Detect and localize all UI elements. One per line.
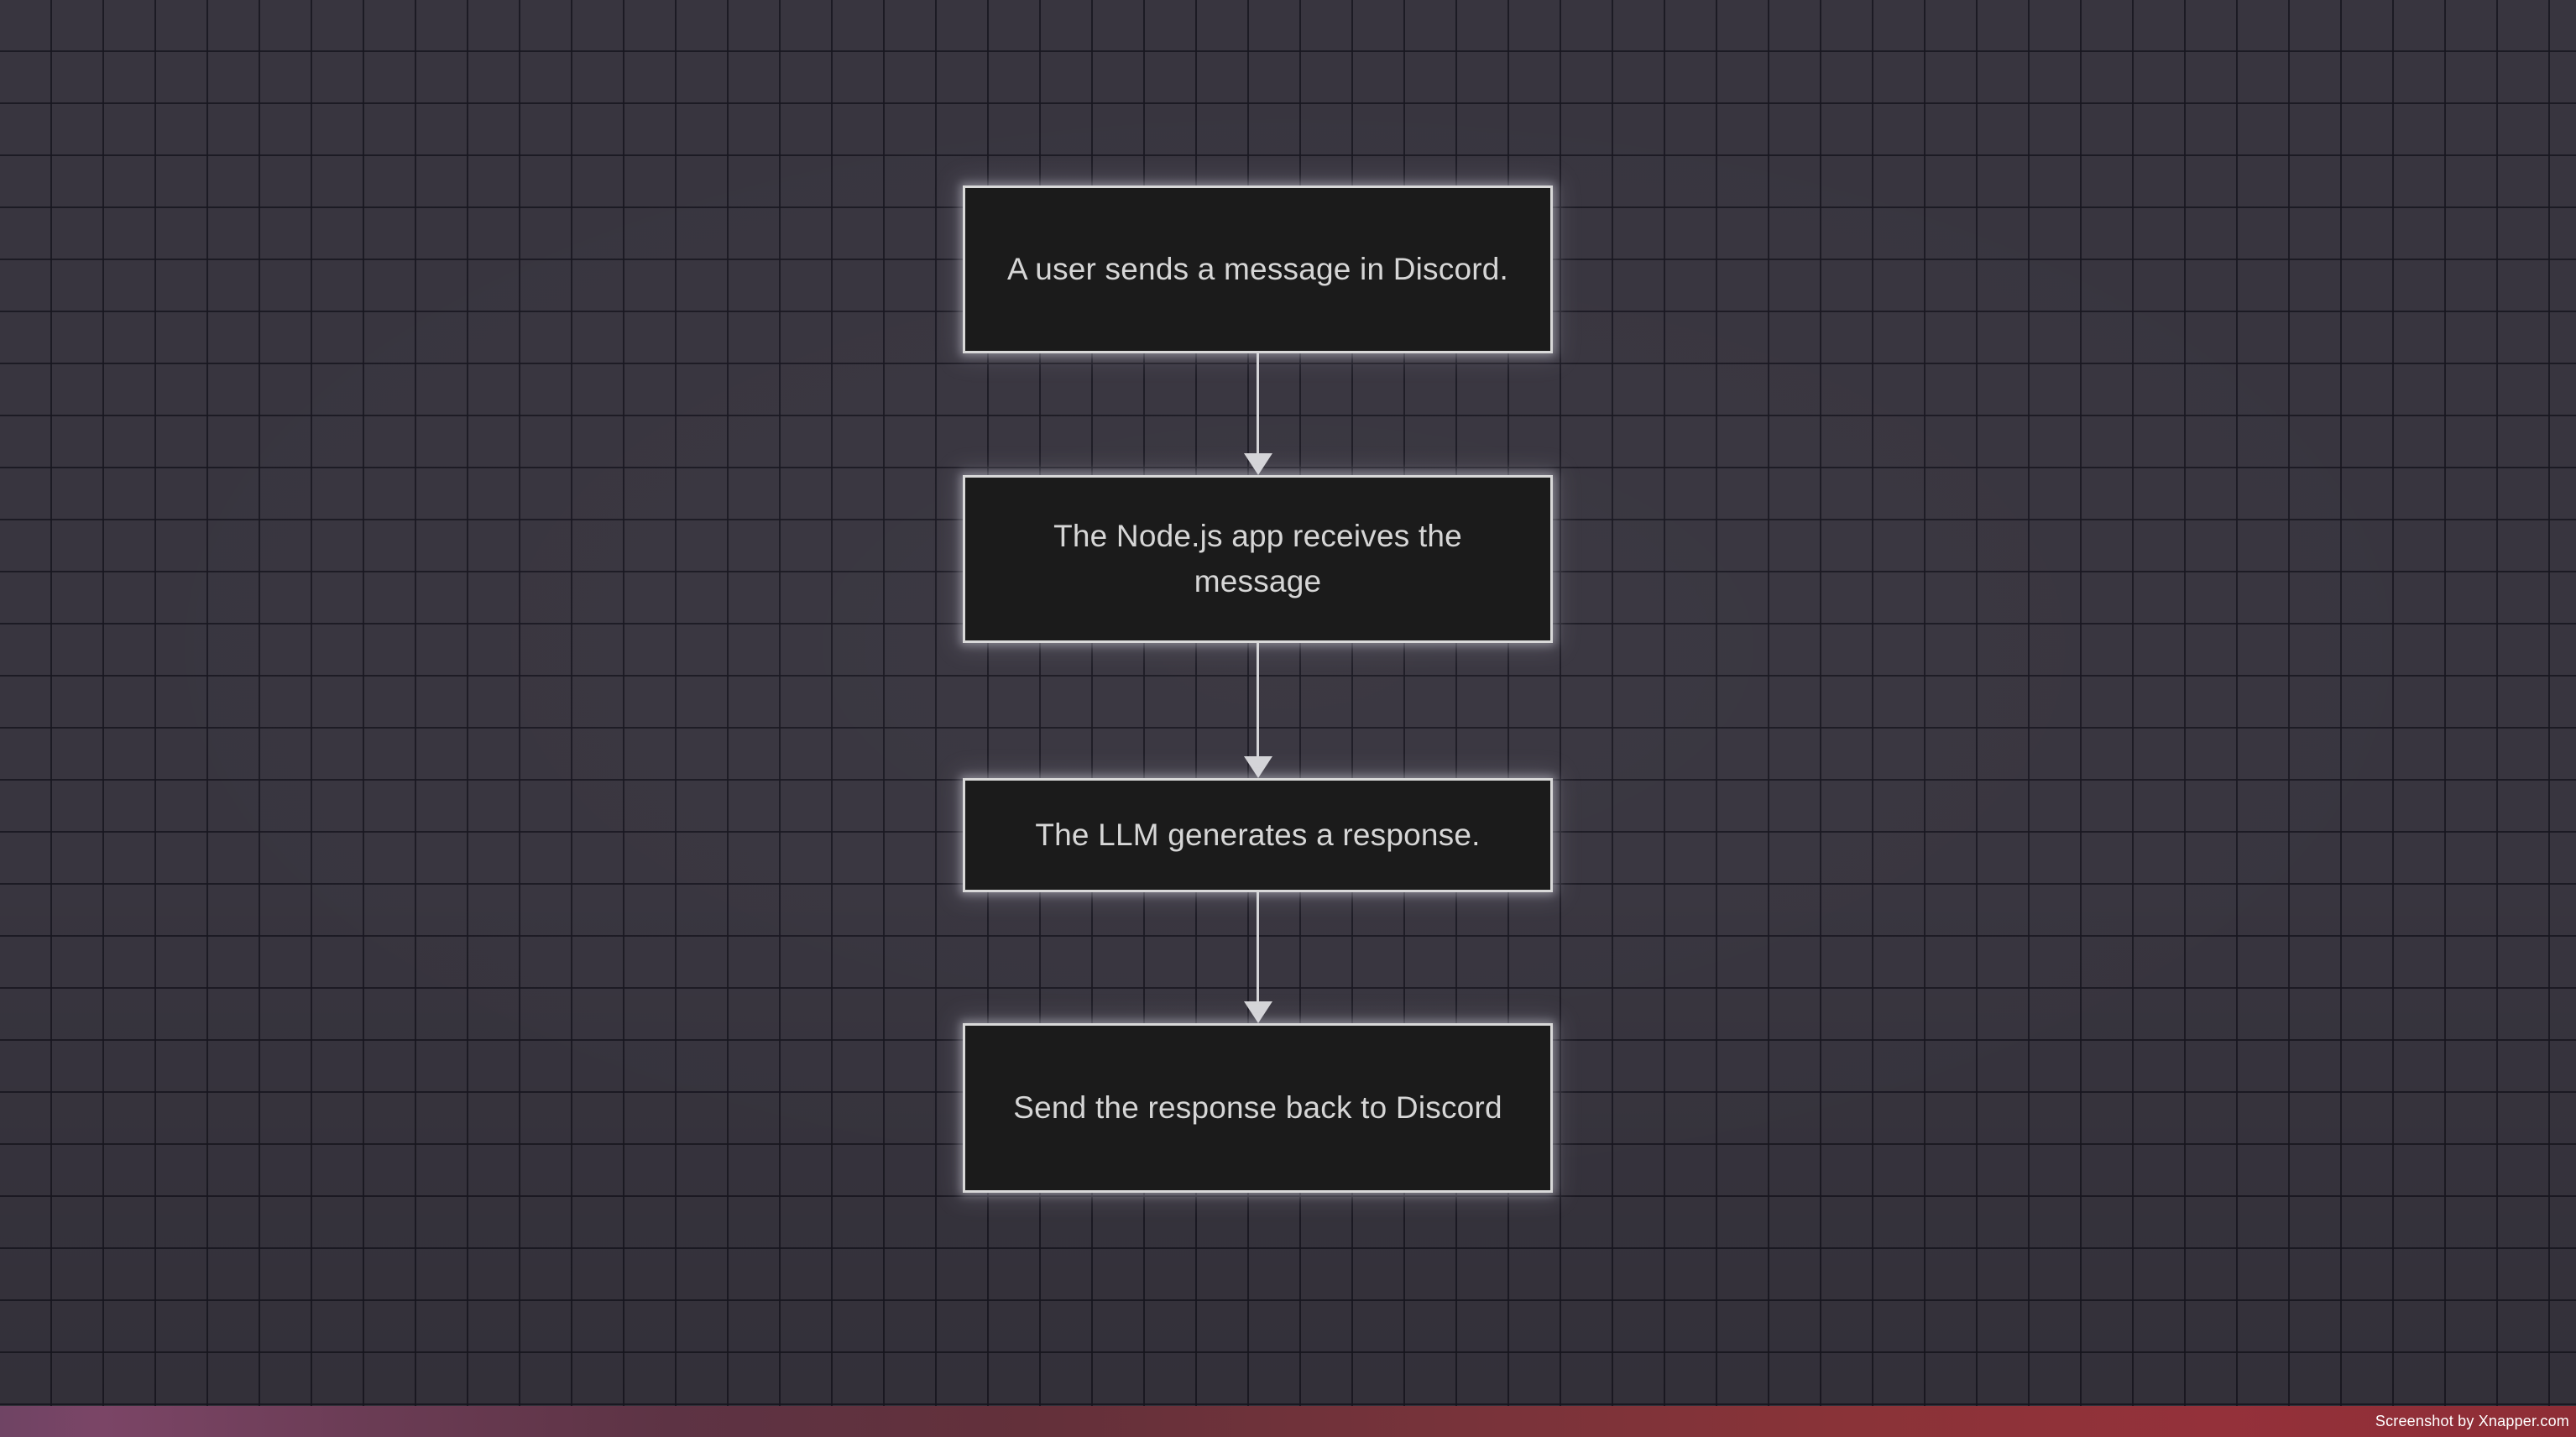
flow-connector-3-to-4 [1225, 892, 1292, 1023]
flow-connector-1-to-2 [1225, 353, 1292, 475]
flow-connector-2-to-3 [1225, 643, 1292, 778]
arrowhead-down-icon [1243, 756, 1272, 778]
flow-node-label: Send the response back to Discord [1013, 1090, 1502, 1126]
flow-node-label: The Node.js app receives the message [1053, 519, 1462, 598]
flow-node-send-response-back[interactable]: Send the response back to Discord [963, 1023, 1553, 1193]
connector-line [1257, 643, 1259, 756]
flow-node-nodejs-app-receives[interactable]: The Node.js app receives the message [963, 475, 1553, 643]
arrowhead-down-icon [1243, 1001, 1272, 1023]
flow-node-user-sends-message[interactable]: A user sends a message in Discord. [963, 186, 1553, 353]
flow-node-label: A user sends a message in Discord. [1006, 252, 1509, 287]
watermark-bar: Screenshot by Xnapper.com [0, 1406, 2576, 1437]
connector-line [1257, 353, 1259, 453]
arrowhead-down-icon [1243, 453, 1272, 475]
flow-node-label: The LLM generates a response. [1035, 818, 1481, 853]
flow-node-llm-generates-response[interactable]: The LLM generates a response. [963, 778, 1553, 892]
connector-line [1257, 892, 1259, 1001]
watermark-text: Screenshot by Xnapper.com [2375, 1413, 2569, 1429]
